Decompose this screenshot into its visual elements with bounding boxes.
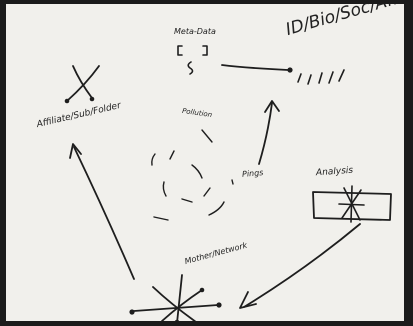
sketch-canvas [64, 45, 392, 321]
arrow-to-affiliate [69, 143, 135, 280]
mother-network-node-icon [129, 274, 222, 321]
pings-label: Pings [241, 168, 264, 179]
analysis-box [312, 185, 392, 223]
meta-data-bracket-icon [177, 45, 208, 75]
whiteboard: Meta-Data ID/Bio/Soc/Aff Affiliate/Sub/F… [6, 4, 404, 321]
affiliate-x-node-icon [64, 65, 100, 104]
meta-data-link-line [221, 64, 289, 71]
meta-data-label: Meta-Data [174, 27, 216, 36]
meta-data-link-node [287, 67, 293, 73]
tally-marks-icon [297, 69, 345, 85]
arrow-to-mother-network [239, 223, 361, 309]
pollution-scribbles [151, 129, 234, 221]
arrow-to-meta-data [258, 100, 280, 165]
